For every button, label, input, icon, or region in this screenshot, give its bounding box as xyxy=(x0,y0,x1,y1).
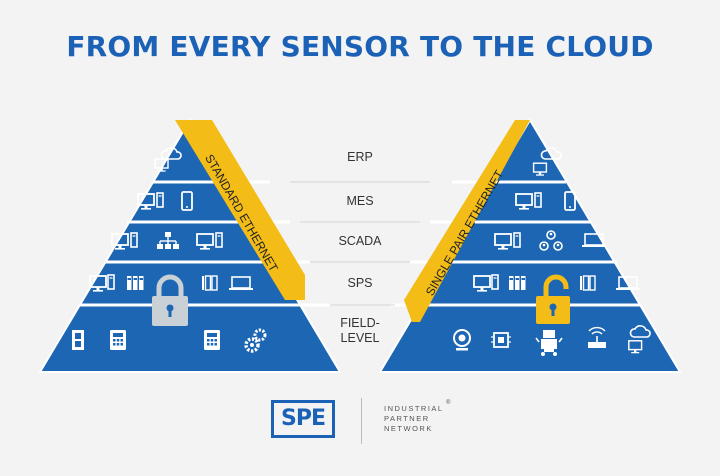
document-icon xyxy=(72,330,84,350)
lock-open-icon xyxy=(536,274,570,324)
level-field: FIELD- LEVEL xyxy=(320,316,400,346)
partner-line1: INDUSTRIAL xyxy=(384,404,444,413)
partner-line2: PARTNER xyxy=(384,414,430,423)
level-mes: MES xyxy=(346,194,374,208)
partner-line3: NETWORK xyxy=(384,424,433,433)
lock-closed-icon xyxy=(152,274,188,326)
level-field-line2: LEVEL xyxy=(340,331,380,345)
level-field-line1: FIELD- xyxy=(340,316,380,330)
calculator-icon xyxy=(110,330,126,350)
level-scada: SCADA xyxy=(338,234,382,248)
level-erp: ERP xyxy=(347,150,373,164)
page-title: FROM EVERY SENSOR TO THE CLOUD xyxy=(66,30,654,63)
plc-modules-icon xyxy=(127,276,144,290)
level-separators xyxy=(290,181,430,306)
right-pyramid: SINGLE PAIR ETHERNET xyxy=(378,118,682,373)
footer-divider xyxy=(361,398,362,444)
left-pyramid: STANDARD ETHERNET xyxy=(38,118,342,373)
plc-modules-icon xyxy=(509,276,526,290)
registered-mark: ® xyxy=(446,400,451,406)
controller-icon xyxy=(204,330,220,350)
level-sps: SPS xyxy=(347,276,373,290)
industrial-partner-network-logo: INDUSTRIAL PARTNER NETWORK xyxy=(384,404,444,434)
spe-logo: SPE xyxy=(271,400,335,438)
